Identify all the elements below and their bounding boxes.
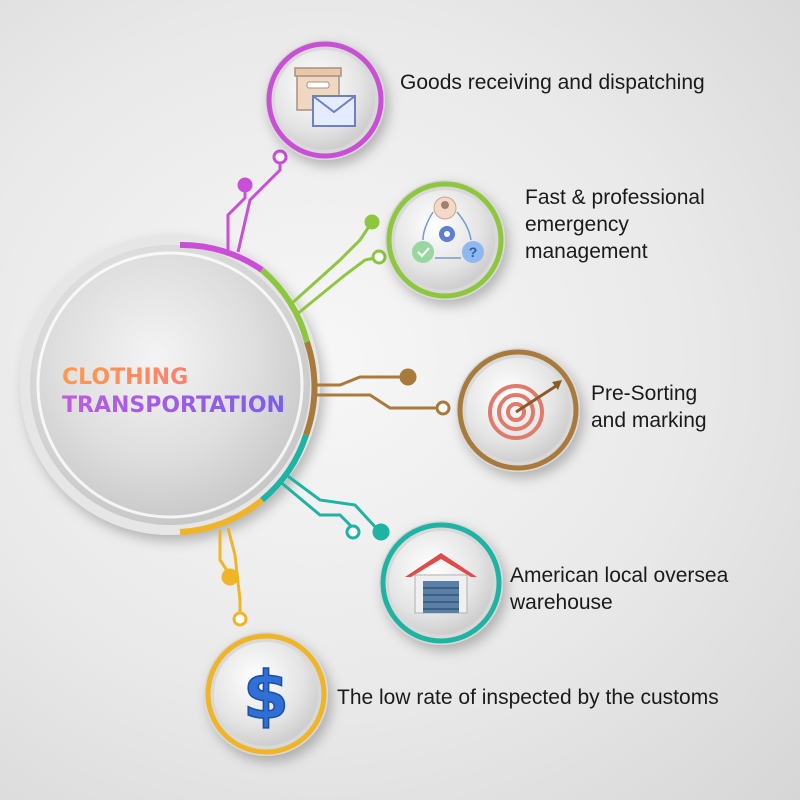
item-4-line2: warehouse bbox=[510, 591, 613, 614]
center-title-line1: CLOTHING bbox=[62, 364, 285, 392]
node-4-disc bbox=[379, 521, 503, 645]
item-2-line2: emergency bbox=[525, 213, 629, 236]
connector-1 bbox=[226, 149, 288, 253]
connector-2 bbox=[288, 214, 387, 317]
svg-text:?: ? bbox=[469, 244, 478, 260]
center-title: CLOTHING TRANSPORTATION bbox=[62, 364, 285, 420]
item-label-oversea-warehouse: American local oversea warehouse bbox=[510, 562, 728, 616]
item-label-emergency-management: Fast & professional emergency management bbox=[525, 184, 705, 265]
connector-3 bbox=[312, 368, 451, 416]
svg-text:$: $ bbox=[243, 657, 289, 734]
item-label-pre-sorting: Pre-Sorting and marking bbox=[591, 380, 707, 434]
dollar-icon: $ bbox=[242, 656, 289, 735]
item-2-line3: management bbox=[525, 240, 648, 263]
center-arc-segments bbox=[179, 241, 318, 535]
item-4-line1: American local oversea bbox=[510, 564, 729, 587]
arc-segment-1 bbox=[179, 241, 264, 273]
item-3-line1: Pre-Sorting bbox=[591, 382, 698, 405]
node-1-disc bbox=[265, 40, 385, 160]
item-label-customs-rate: The low rate of inspected by the customs bbox=[337, 684, 719, 711]
connectors bbox=[218, 149, 451, 627]
center-title-line2: TRANSPORTATION bbox=[62, 393, 285, 418]
warehouse-icon bbox=[405, 553, 477, 614]
item-5-line1: The low rate of inspected by the customs bbox=[337, 686, 719, 709]
node-2-disc: ? bbox=[385, 180, 505, 300]
item-label-goods-receiving: Goods receiving and dispatching bbox=[400, 69, 705, 96]
target-arrow-icon bbox=[488, 380, 562, 440]
arc-segment-4 bbox=[260, 434, 309, 503]
arc-segment-5 bbox=[179, 497, 264, 535]
item-3-line2: and marking bbox=[591, 409, 707, 432]
center-disc bbox=[20, 235, 320, 535]
arc-segment-3 bbox=[303, 341, 318, 437]
connector-4 bbox=[277, 472, 390, 541]
box-mail-icon bbox=[294, 67, 356, 127]
workflow-gear-icon: ? bbox=[412, 196, 484, 263]
node-5-disc: $ bbox=[204, 632, 328, 756]
item-1-line1: Goods receiving and dispatching bbox=[400, 71, 705, 94]
item-2-line1: Fast & professional bbox=[525, 186, 705, 209]
arc-segment-2 bbox=[260, 267, 310, 343]
connector-5 bbox=[218, 527, 248, 627]
node-3-disc bbox=[456, 348, 580, 472]
